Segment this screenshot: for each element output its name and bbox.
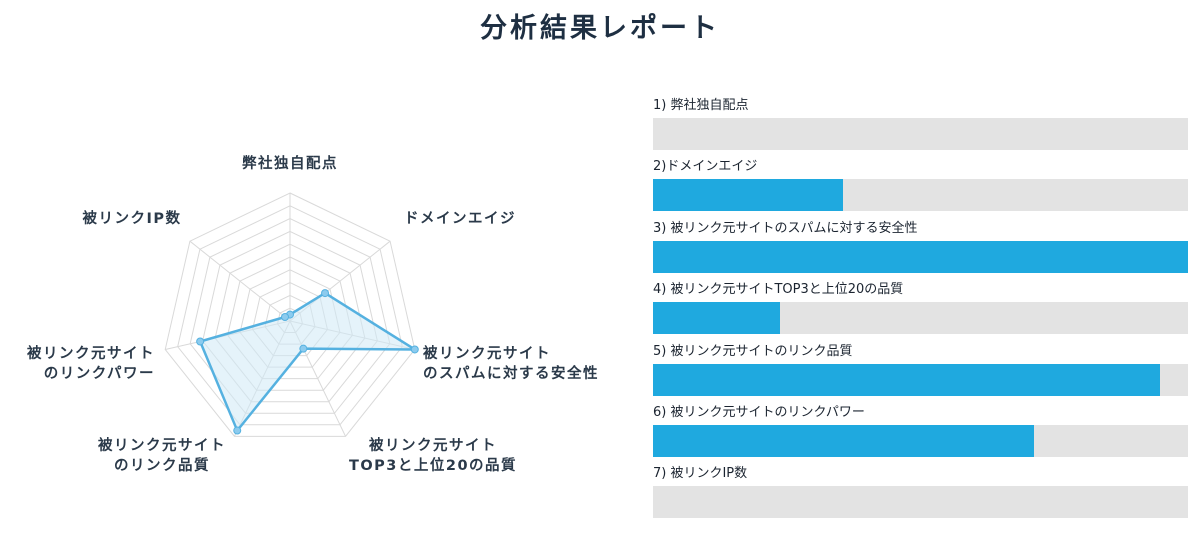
bar-track bbox=[653, 240, 1188, 273]
bar-label: 5) 被リンク元サイトのリンク品質 bbox=[653, 343, 853, 359]
bar-fill bbox=[653, 363, 1161, 396]
bar-label: 2)ドメインエイジ bbox=[653, 159, 758, 175]
radar-axis-label: 被リンク元サイトのリンクパワー bbox=[27, 344, 155, 382]
radar-grid-ring bbox=[189, 218, 391, 414]
bar-row: 6) 被リンク元サイトのリンクパワー bbox=[653, 403, 1188, 464]
radar-axis-label-line: 被リンク元サイト bbox=[369, 436, 497, 454]
bar-track bbox=[653, 302, 1188, 335]
radar-axis-label-line: 弊社独自配点 bbox=[242, 154, 338, 172]
radar-grid-ring bbox=[164, 192, 416, 437]
bar-fill bbox=[653, 179, 843, 212]
bar-label: 6) 被リンク元サイトのリンクパワー bbox=[653, 404, 865, 420]
radar-grid-ring bbox=[214, 243, 366, 391]
radar-axis-label-line: ドメインエイジ bbox=[404, 211, 516, 227]
radar-series-area bbox=[198, 291, 417, 432]
radar-spoke bbox=[189, 240, 291, 322]
bar-row: 7) 被リンクIP数 bbox=[653, 464, 1188, 525]
bar-track bbox=[653, 424, 1188, 457]
radar-axis-label-line: 被リンク元サイト bbox=[423, 344, 551, 362]
radar-point bbox=[196, 337, 205, 346]
bar-row: 5) 被リンク元サイトのリンク品質 bbox=[653, 342, 1188, 403]
radar-axis-label: 被リンク元サイトのリンク品質 bbox=[98, 436, 226, 474]
radar-axis-label: 被リンク元サイト TOP3と上位20の品質 bbox=[349, 436, 517, 474]
bar-fill bbox=[653, 424, 1034, 457]
radar-axis-label-line: 被リンク元サイト bbox=[98, 436, 226, 454]
bar-row: 3) 被リンク元サイトのスパムに対する安全性 bbox=[653, 219, 1188, 280]
bar-label: 4) 被リンク元サイトTOP3と上位20の品質 bbox=[653, 282, 904, 298]
radar-point bbox=[233, 426, 242, 435]
radar-point bbox=[410, 345, 419, 354]
radar-axis-label-line: TOP3と上位20の品質 bbox=[349, 456, 517, 474]
bar-track bbox=[653, 363, 1188, 396]
bar-track bbox=[653, 179, 1188, 212]
bar-fill bbox=[653, 302, 780, 335]
radar-grid-ring bbox=[177, 205, 403, 426]
radar-grid-ring bbox=[227, 256, 353, 380]
radar-point bbox=[299, 344, 308, 353]
page-title: 分析結果レポート bbox=[480, 13, 720, 44]
bar-row: 2)ドメインエイジ bbox=[653, 157, 1188, 218]
radar-axis-label: 被リンク元サイトのスパムに対する安全性 bbox=[423, 344, 599, 382]
radar-axis-label-line: のスパムに対する安全性 bbox=[423, 364, 599, 382]
radar-chart: 弊社独自配点ドメインエイジ被リンク元サイトのスパムに対する安全性被リンク元サイト… bbox=[27, 154, 599, 474]
radar-point bbox=[280, 313, 289, 322]
bar-label: 7) 被リンクIP数 bbox=[653, 466, 748, 482]
bar-chart: 1) 弊社独自配点 2)ドメインエイジ 3) 被リンク元サイトのスパムに対する安… bbox=[653, 96, 1188, 526]
bar-label: 3) 被リンク元サイトのスパムに対する安全性 bbox=[653, 220, 918, 236]
radar-axis-label-line: 被リンクIP数 bbox=[82, 209, 181, 227]
bar-track bbox=[653, 118, 1188, 150]
radar-axis-label-line: のリンクパワー bbox=[44, 365, 155, 382]
bar-row: 4) 被リンク元サイトTOP3と上位20の品質 bbox=[653, 280, 1188, 341]
bar-label: 1) 弊社独自配点 bbox=[653, 98, 749, 113]
bar-fill bbox=[653, 240, 1188, 273]
bar-row: 1) 弊社独自配点 bbox=[653, 96, 1188, 157]
radar-axis-label: 弊社独自配点 bbox=[242, 154, 338, 172]
radar-axis-label: 被リンクIP数 bbox=[82, 209, 181, 227]
bar-track bbox=[653, 486, 1188, 519]
radar-axis-label: ドメインエイジ bbox=[404, 211, 516, 227]
radar-point bbox=[321, 289, 330, 298]
radar-axis-label-line: のリンク品質 bbox=[114, 456, 210, 474]
radar-grid-ring bbox=[202, 230, 378, 403]
radar-axis-label-line: 被リンク元サイト bbox=[27, 344, 155, 362]
